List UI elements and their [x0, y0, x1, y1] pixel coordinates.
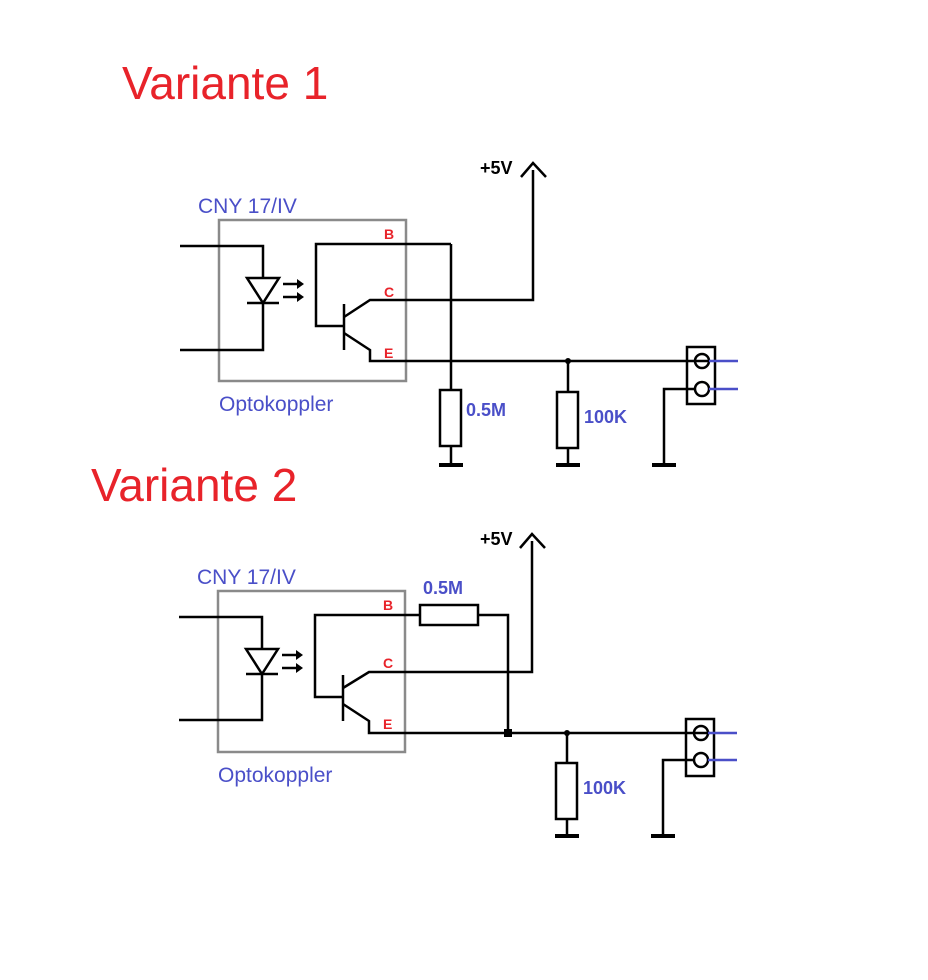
output-connector [652, 345, 738, 467]
chip-label: CNY 17/IV [198, 195, 297, 218]
phototransistor-symbol [314, 170, 710, 363]
base-resistor [418, 603, 512, 737]
supply-arrow [519, 532, 546, 549]
variant-2: Variante 2 CNY 17/IV Optokoppler B C E [91, 459, 737, 838]
led-symbol [179, 615, 303, 722]
module-label: Optokoppler [218, 764, 332, 787]
pin-c-label: C [384, 284, 394, 300]
supply-label: +5V [480, 529, 513, 549]
base-resistor [438, 244, 463, 467]
supply-label: +5V [480, 158, 513, 178]
phototransistor-symbol [313, 541, 710, 735]
output-connector [651, 717, 737, 838]
pin-c-label: C [383, 655, 393, 671]
load-resistor [554, 730, 579, 838]
pin-e-label: E [383, 716, 392, 732]
supply-arrow [520, 161, 547, 178]
variant-1-title: Variante 1 [122, 57, 328, 109]
pin-b-label: B [384, 226, 394, 242]
load-resistor [555, 358, 580, 467]
chip-label: CNY 17/IV [197, 566, 296, 589]
base-resistor-label: 0.5M [466, 400, 506, 420]
pin-e-label: E [384, 345, 393, 361]
load-resistor-label: 100K [583, 778, 626, 798]
base-resistor-label: 0.5M [423, 578, 463, 598]
load-resistor-label: 100K [584, 407, 627, 427]
variant-1: Variante 1 CNY 17/IV Optokoppler B C E [122, 57, 738, 467]
variant-2-title: Variante 2 [91, 459, 297, 511]
led-symbol [180, 244, 304, 352]
module-label: Optokoppler [219, 393, 333, 416]
pin-b-label: B [383, 597, 393, 613]
